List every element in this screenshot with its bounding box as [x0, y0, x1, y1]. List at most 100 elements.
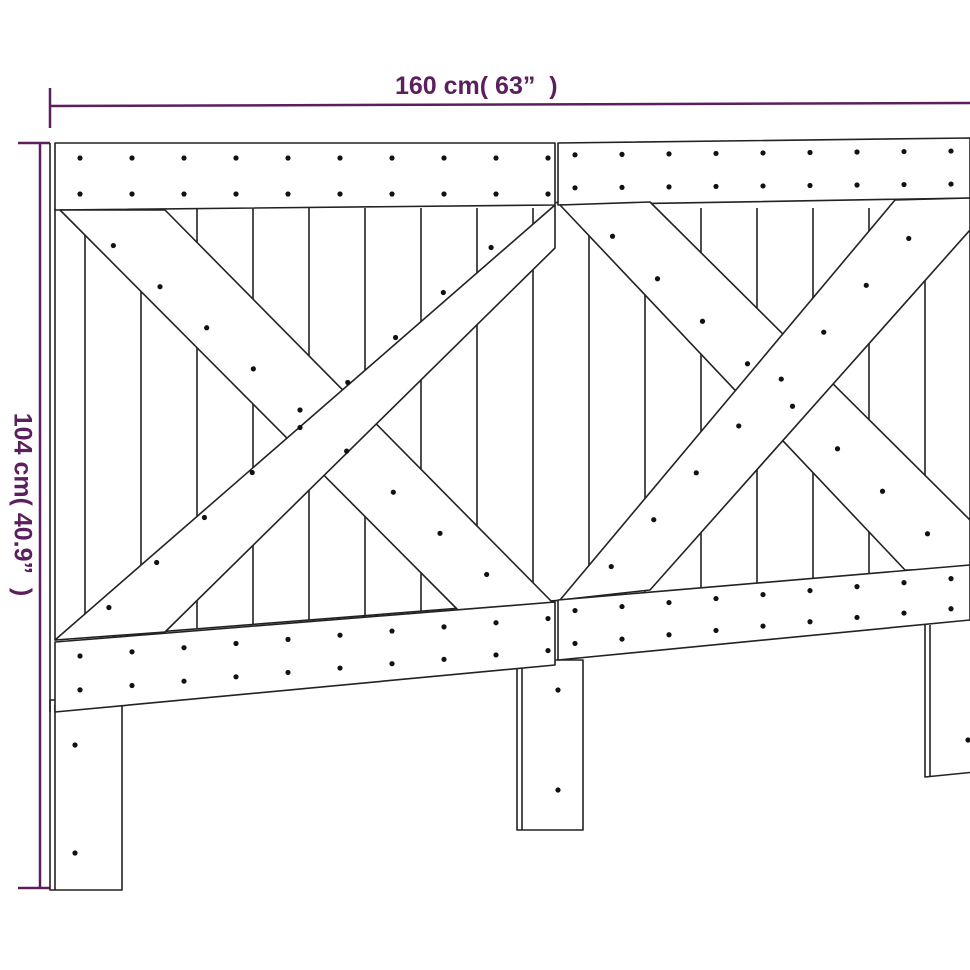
screw-dot	[760, 150, 766, 156]
width-dimension-label: 160 cm( 63” )	[395, 72, 558, 100]
screw-dot	[389, 661, 395, 667]
screw-dot	[285, 191, 291, 197]
brace-right-b	[559, 197, 970, 601]
screw-dot	[545, 155, 551, 161]
screw-dot	[441, 155, 447, 161]
screw-dot	[250, 366, 256, 372]
screw-dot	[129, 649, 135, 655]
screw-dot	[129, 682, 135, 689]
screw-dot	[789, 403, 796, 409]
screw-dot	[493, 155, 499, 161]
screw-dot	[484, 571, 490, 578]
screw-dot	[441, 624, 447, 630]
screw-dot	[948, 148, 954, 154]
screw-dot	[337, 665, 343, 671]
screw-dot	[389, 155, 395, 161]
screw-dot	[488, 244, 494, 251]
screw-dot	[619, 636, 625, 642]
brace-left-b	[54, 204, 556, 641]
screw-dot	[106, 604, 112, 611]
screw-dot	[699, 318, 706, 324]
screw-dot	[834, 446, 841, 452]
screw-dot	[545, 191, 551, 197]
screw-dot	[666, 599, 672, 606]
width-dimension-line	[49, 101, 970, 108]
screw-dot	[297, 407, 303, 413]
screw-dot	[572, 640, 578, 647]
screw-dot	[154, 559, 160, 566]
screw-dot	[965, 737, 970, 743]
screw-dot	[821, 329, 827, 335]
screw-dot	[854, 182, 860, 188]
screw-dot	[129, 191, 135, 197]
screw-dot	[713, 595, 719, 602]
screw-dot	[906, 235, 912, 242]
screw-dot	[285, 669, 291, 676]
screw-dot	[157, 284, 163, 290]
screw-dot	[233, 640, 239, 647]
leg-left	[49, 699, 123, 891]
screw-dot	[619, 184, 625, 190]
screw-dot	[344, 448, 350, 454]
screw-dot	[572, 607, 578, 614]
screw-dot	[807, 587, 813, 594]
screw-dot	[666, 632, 672, 638]
screw-dot	[807, 149, 813, 156]
screw-dot	[778, 376, 784, 382]
screw-dot	[441, 656, 447, 662]
screw-dot	[619, 603, 625, 610]
top-rail-right	[557, 137, 970, 206]
screw-dot	[233, 191, 239, 197]
screw-dot	[666, 151, 672, 157]
screw-dot	[345, 379, 351, 386]
top-rail	[54, 142, 556, 211]
screw-dot	[440, 289, 446, 296]
screw-dot	[545, 647, 551, 654]
bottom-rail	[54, 601, 556, 713]
screw-dot	[390, 489, 396, 495]
screw-dot	[77, 687, 83, 693]
leg-right	[924, 619, 970, 778]
headboard	[49, 137, 970, 891]
screw-dot	[77, 653, 83, 659]
screw-dot	[854, 583, 860, 590]
screw-dot	[77, 155, 83, 161]
screw-dot	[807, 619, 813, 625]
screw-dot	[901, 181, 907, 188]
screw-dot	[493, 652, 499, 658]
screw-dot	[201, 514, 208, 521]
screw-dot	[609, 233, 616, 239]
screw-dot	[72, 850, 78, 856]
screw-dot	[744, 361, 751, 367]
screw-dot	[437, 530, 443, 536]
screw-dot	[879, 488, 886, 494]
screw-dot	[854, 149, 860, 155]
screw-dot	[545, 615, 551, 622]
screw-dot	[760, 623, 766, 629]
screw-dot	[572, 152, 578, 158]
screw-dot	[760, 183, 766, 189]
screw-dot	[233, 155, 239, 161]
screw-dot	[181, 678, 187, 684]
dimension-lines	[18, 88, 970, 890]
screw-dot	[285, 636, 291, 642]
screw-dot	[555, 787, 561, 793]
screw-dot	[233, 674, 239, 680]
screw-dot	[129, 155, 135, 161]
screw-dot	[948, 181, 954, 187]
screw-dot	[493, 620, 499, 626]
screw-dot	[181, 191, 187, 197]
screw-dot	[555, 687, 561, 693]
screw-dot	[572, 185, 578, 191]
screw-dot	[693, 470, 699, 476]
screw-dot	[441, 191, 447, 197]
height-dimension-label: 104 cm( 40.9” )	[8, 412, 37, 597]
screw-dot	[285, 155, 291, 161]
screw-dot	[651, 517, 657, 523]
screw-dot	[924, 531, 931, 537]
screw-dot	[77, 191, 83, 197]
screw-dot	[854, 614, 860, 621]
screw-dot	[249, 469, 255, 476]
screw-dot	[389, 628, 395, 634]
